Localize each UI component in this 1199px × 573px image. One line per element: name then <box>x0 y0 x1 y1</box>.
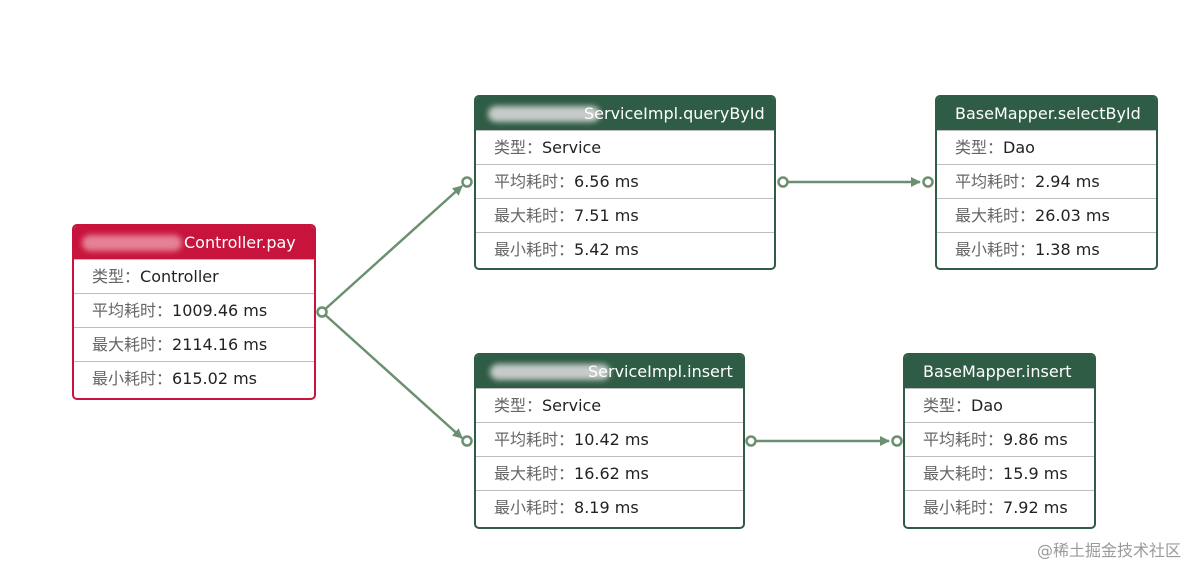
port-select-in <box>922 176 934 188</box>
node-dao-insert[interactable]: BaseMapper.insert 类型：Dao 平均耗时：9.86 ms 最大… <box>903 353 1096 529</box>
redacted-text <box>82 235 182 251</box>
row-avg: 平均耗时：10.42 ms <box>476 422 743 456</box>
node-title: Controller.pay <box>184 233 296 252</box>
max-value: 7.51 ms <box>574 206 639 225</box>
edge-controller-to-query <box>321 185 463 313</box>
avg-value: 10.42 ms <box>574 430 649 449</box>
row-max: 最大耗时：15.9 ms <box>905 456 1094 490</box>
node-title: BaseMapper.selectById <box>955 104 1141 123</box>
type-label: 类型： <box>494 396 543 415</box>
redacted-text <box>490 364 610 380</box>
edge-controller-to-insert <box>321 311 463 439</box>
row-avg: 平均耗时：1009.46 ms <box>74 293 314 327</box>
min-value: 8.19 ms <box>574 498 639 517</box>
min-label: 最小耗时： <box>494 498 575 517</box>
min-label: 最小耗时： <box>494 240 575 259</box>
avg-label: 平均耗时： <box>92 301 173 320</box>
avg-value: 2.94 ms <box>1035 172 1100 191</box>
node-header: Controller.pay <box>74 226 314 259</box>
row-min: 最小耗时：7.92 ms <box>905 490 1094 524</box>
type-value: Service <box>542 138 602 157</box>
node-header: BaseMapper.insert <box>905 355 1094 388</box>
port-controller-out <box>316 306 328 318</box>
max-value: 15.9 ms <box>1003 464 1068 483</box>
node-header: ServiceImpl.queryById <box>476 97 774 130</box>
type-label: 类型： <box>92 267 141 286</box>
node-dao-select-by-id[interactable]: BaseMapper.selectById 类型：Dao 平均耗时：2.94 m… <box>935 95 1158 270</box>
type-label: 类型： <box>923 396 972 415</box>
avg-label: 平均耗时： <box>494 430 575 449</box>
max-label: 最大耗时： <box>955 206 1036 225</box>
avg-value: 1009.46 ms <box>172 301 268 320</box>
row-max: 最大耗时：26.03 ms <box>937 198 1156 232</box>
node-header: BaseMapper.selectById <box>937 97 1156 130</box>
max-label: 最大耗时： <box>92 335 173 354</box>
avg-label: 平均耗时： <box>923 430 1004 449</box>
row-max: 最大耗时：2114.16 ms <box>74 327 314 361</box>
row-min: 最小耗时：615.02 ms <box>74 361 314 395</box>
port-query-in <box>461 176 473 188</box>
row-type: 类型：Service <box>476 388 743 422</box>
port-dao-insert-in <box>891 435 903 447</box>
type-value: Service <box>542 396 602 415</box>
row-min: 最小耗时：5.42 ms <box>476 232 774 266</box>
avg-label: 平均耗时： <box>955 172 1036 191</box>
node-title: ServiceImpl.insert <box>588 362 733 381</box>
row-avg: 平均耗时：2.94 ms <box>937 164 1156 198</box>
min-value: 615.02 ms <box>172 369 258 388</box>
avg-value: 6.56 ms <box>574 172 639 191</box>
max-value: 26.03 ms <box>1035 206 1110 225</box>
port-query-out <box>777 176 789 188</box>
type-label: 类型： <box>955 138 1004 157</box>
row-type: 类型：Service <box>476 130 774 164</box>
redacted-text <box>488 106 600 122</box>
node-header: ServiceImpl.insert <box>476 355 743 388</box>
min-value: 1.38 ms <box>1035 240 1100 259</box>
port-insert-in <box>461 435 473 447</box>
min-value: 5.42 ms <box>574 240 639 259</box>
node-service-query-by-id[interactable]: ServiceImpl.queryById 类型：Service 平均耗时：6.… <box>474 95 776 270</box>
type-value: Dao <box>971 396 1003 415</box>
type-label: 类型： <box>494 138 543 157</box>
max-value: 2114.16 ms <box>172 335 268 354</box>
row-max: 最大耗时：7.51 ms <box>476 198 774 232</box>
row-max: 最大耗时：16.62 ms <box>476 456 743 490</box>
avg-label: 平均耗时： <box>494 172 575 191</box>
min-value: 7.92 ms <box>1003 498 1068 517</box>
row-type: 类型：Dao <box>905 388 1094 422</box>
row-min: 最小耗时：1.38 ms <box>937 232 1156 266</box>
node-service-insert[interactable]: ServiceImpl.insert 类型：Service 平均耗时：10.42… <box>474 353 745 529</box>
row-avg: 平均耗时：6.56 ms <box>476 164 774 198</box>
row-avg: 平均耗时：9.86 ms <box>905 422 1094 456</box>
min-label: 最小耗时： <box>923 498 1004 517</box>
type-value: Dao <box>1003 138 1035 157</box>
max-label: 最大耗时： <box>494 464 575 483</box>
port-insert-out <box>745 435 757 447</box>
row-type: 类型：Dao <box>937 130 1156 164</box>
node-title: BaseMapper.insert <box>923 362 1072 381</box>
avg-value: 9.86 ms <box>1003 430 1068 449</box>
max-label: 最大耗时： <box>494 206 575 225</box>
row-type: 类型：Controller <box>74 259 314 293</box>
min-label: 最小耗时： <box>955 240 1036 259</box>
max-value: 16.62 ms <box>574 464 649 483</box>
min-label: 最小耗时： <box>92 369 173 388</box>
row-min: 最小耗时：8.19 ms <box>476 490 743 524</box>
watermark: @稀土掘金技术社区 <box>1036 541 1181 560</box>
node-controller-pay[interactable]: Controller.pay 类型：Controller 平均耗时：1009.4… <box>72 224 316 400</box>
node-title: ServiceImpl.queryById <box>584 104 765 123</box>
max-label: 最大耗时： <box>923 464 1004 483</box>
type-value: Controller <box>140 267 219 286</box>
